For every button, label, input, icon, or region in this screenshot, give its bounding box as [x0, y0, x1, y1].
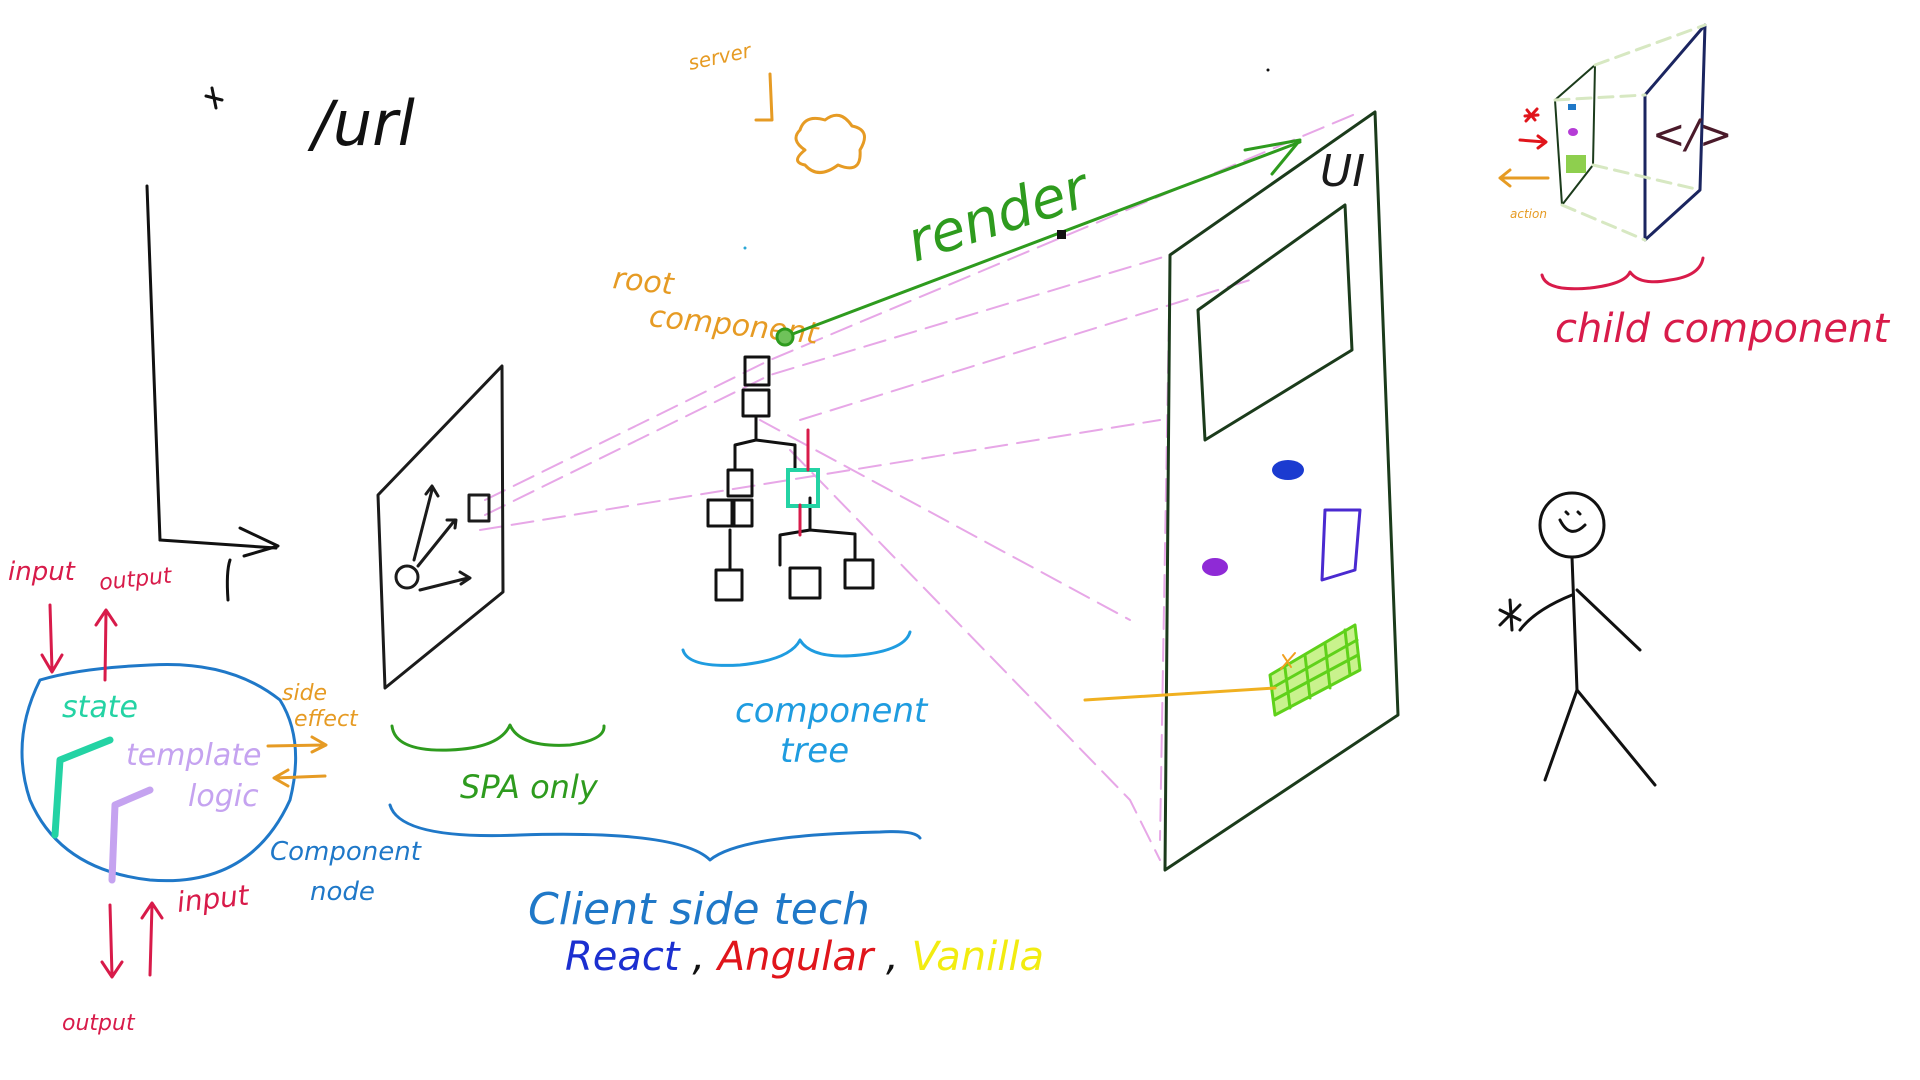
child-purple-dot — [1568, 128, 1578, 136]
ui-blue-blob — [1272, 460, 1304, 480]
axes-sketch — [145, 86, 280, 602]
frameworks-line: React , Angular , Vanilla — [565, 934, 1044, 980]
child-green-patch — [1566, 155, 1586, 173]
ui-screen — [1196, 203, 1354, 442]
tree-node — [730, 498, 754, 528]
component-tree-line2: tree — [780, 731, 849, 771]
child-component-label: child component — [1555, 306, 1890, 352]
input-top-label: input — [8, 557, 76, 587]
client-side-brace — [388, 803, 922, 862]
ui-label: UI — [1320, 146, 1365, 197]
child-code-label: </> — [1652, 112, 1733, 158]
tree-brace — [681, 630, 912, 667]
client-side-tech-label: Client side tech — [528, 884, 870, 935]
output-top-label: output — [98, 563, 174, 596]
tree-branch-red — [798, 428, 810, 537]
spa-only-brace — [390, 723, 606, 752]
spa-panel — [376, 364, 505, 690]
state-label: state — [62, 690, 138, 725]
stray-dot — [743, 246, 747, 250]
angular-label: Angular — [715, 934, 876, 980]
server-label: server — [686, 38, 755, 75]
child-blue-dot — [1568, 104, 1576, 110]
ui-star-mark — [1280, 652, 1296, 670]
component-node — [20, 603, 328, 979]
ui-pointer-line — [1083, 686, 1277, 702]
tree-node — [788, 566, 822, 600]
comma-2: , — [886, 934, 899, 980]
output-bottom-label: output — [62, 1011, 136, 1036]
side-effect-label: side effect — [282, 681, 359, 732]
tree-node — [726, 468, 754, 498]
ui-shape-outline — [1320, 508, 1362, 582]
ui-purple-blob — [1202, 558, 1228, 576]
stick-figure — [1498, 491, 1657, 787]
render-arrow — [775, 138, 1302, 347]
ui-panel — [1163, 110, 1400, 872]
input-bottom-label: input — [175, 879, 251, 919]
spa-only-label: SPA only — [460, 768, 599, 806]
side-effect-line1: side — [282, 681, 327, 706]
tree-node-root — [743, 355, 771, 387]
comma-1: , — [692, 934, 705, 980]
component-node-line1: Component — [270, 837, 422, 867]
tree-node — [741, 388, 771, 418]
template-label: template — [126, 738, 261, 773]
side-effect-line2: effect — [294, 707, 359, 732]
react-label: React — [565, 934, 681, 980]
vanilla-label: Vanilla — [911, 934, 1044, 980]
child-panel — [1498, 23, 1707, 242]
tree-node-selected — [786, 468, 820, 508]
tree-node — [714, 568, 744, 602]
ui-green-grid — [1268, 623, 1362, 717]
stray-dot — [1266, 68, 1270, 72]
child-action-label: action — [1510, 207, 1547, 221]
logic-label: logic — [188, 779, 259, 814]
component-node-line2: node — [310, 877, 375, 907]
tree-node — [843, 558, 875, 590]
url-label: /url — [307, 87, 415, 160]
component-tree — [706, 355, 875, 602]
component-tree-line1: component — [735, 691, 929, 731]
child-brace — [1540, 256, 1705, 291]
tree-node — [706, 498, 736, 528]
server-cloud — [754, 72, 866, 174]
component-tree-label: component tree — [735, 691, 938, 771]
component-node-label: Component node — [270, 837, 429, 907]
root-label-line1: root — [611, 261, 676, 302]
root-label-line2: component — [647, 299, 821, 352]
